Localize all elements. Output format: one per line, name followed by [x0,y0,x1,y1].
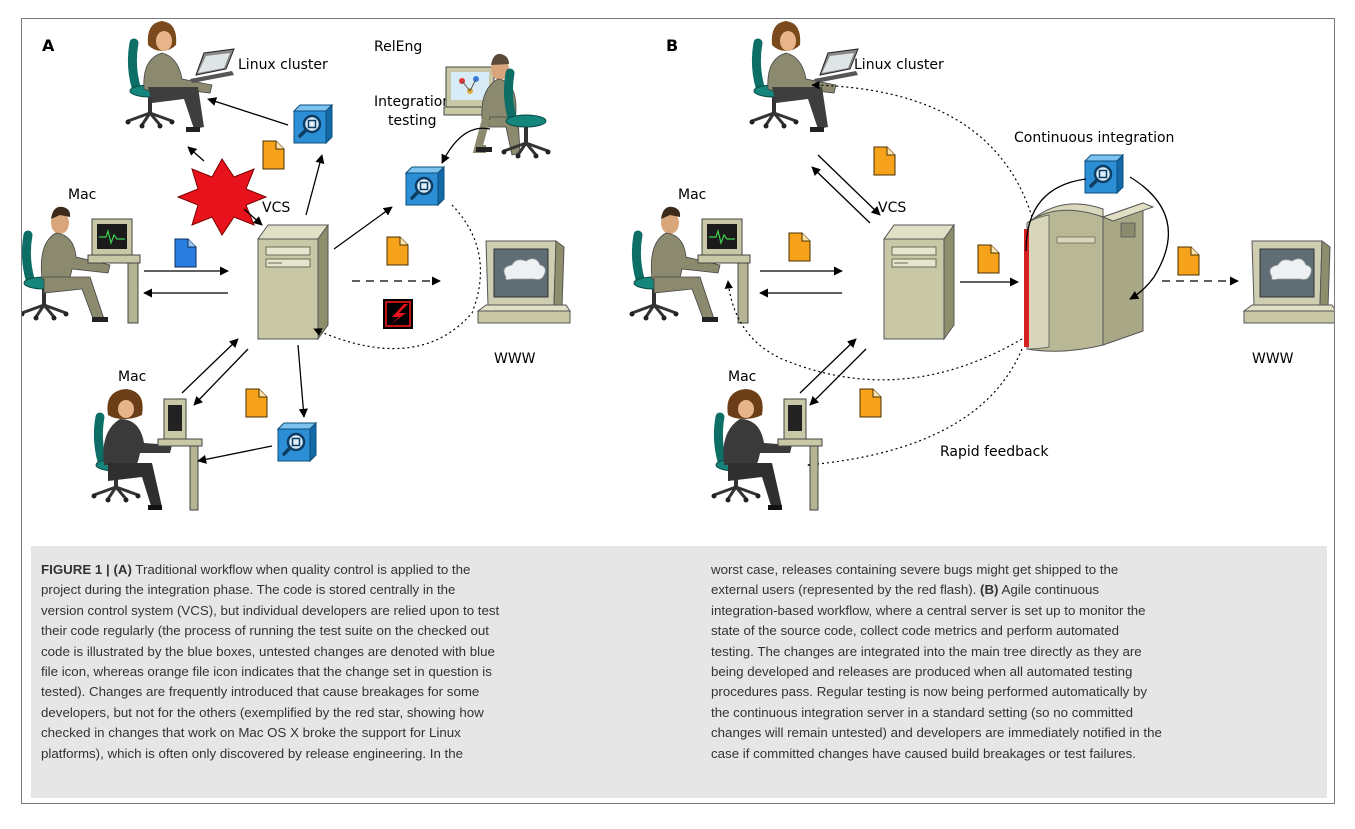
label-releng: RelEng [374,39,422,55]
test-box-icon [276,421,318,463]
orange-file-icon [873,146,896,176]
panel-a: A Linux cluster VCS RelEng Integration t… [22,21,571,510]
caption-line: integration-based workflow, where a cent… [711,602,1146,618]
caption-line: version control system (VCS), but indivi… [41,602,500,618]
developer-female-desktop-icon [712,389,823,510]
server-tower-vcs-icon [257,224,329,340]
arrow-star-to-vcs [243,208,263,226]
orange-file-icon [1177,246,1200,276]
dotted-feedback-to-mac [724,280,1023,381]
dotted-feedback-curve [313,204,482,350]
caption-line: code is illustrated by the blue boxes, u… [41,643,495,659]
caption-line: their code regularly (the process of run… [41,623,489,639]
caption-line: developers, but not for the others (exem… [41,704,484,720]
label-integration-testing-1: Integration [374,94,451,110]
web-terminal-icon [477,240,571,324]
caption-line: state of the source code, collect code m… [711,623,1119,639]
label-integration-testing-2: testing [388,113,437,129]
integration-test-box-icon [404,165,446,207]
label-vcs: VCS [262,200,290,216]
caption-line: worst case, releases containing severe b… [711,562,1119,577]
ci-server-icon [1023,202,1154,352]
dotted-feedback-to-linux [811,80,1033,218]
developer-female-desktop-icon [92,389,203,510]
arrow-vcs-to-linux [811,166,871,224]
developer-female-laptop-icon [126,21,235,132]
caption-line: platforms), which is often only discover… [41,745,464,761]
caption-line: external users (represented by the red f… [711,582,1100,598]
figure-caption: FIGURE 1 | (A) Traditional workflow when… [31,546,1327,798]
caption-line: procedures pass. Regular testing is now … [711,684,1148,700]
red-flash-icon [383,299,413,329]
panel-b-label: B [666,36,678,55]
dotted-feedback-to-mac-bottom [807,348,1023,469]
arrow-test-to-mac-bottom [197,445,273,464]
caption-line: checked in changes that work on Mac OS X… [41,725,461,741]
workflow-diagram: A Linux cluster VCS RelEng Integration t… [22,19,1334,544]
caption-line: being developed and releases are produce… [711,664,1133,680]
orange-file-icon [245,388,268,418]
label-continuous-integration: Continuous integration [1014,130,1174,146]
caption-line: the continuous integration server in a s… [711,704,1134,720]
figure-label: FIGURE 1 | [41,562,114,577]
arrow-vcs-to-bottom-test [297,344,308,418]
label-rapid-feedback: Rapid feedback [940,444,1049,460]
arrow-vcs-to-star [187,146,205,162]
caption-line: FIGURE 1 | (A) Traditional workflow when… [41,562,471,577]
label-www: WWW [494,351,536,367]
web-terminal-icon [1243,240,1334,324]
orange-file-icon [977,244,1000,274]
server-tower-vcs-icon [883,224,955,340]
arrow-releng-to-integration [441,127,491,164]
caption-line: changes will remain untested) and develo… [711,725,1162,741]
arrow-vcs-to-integration [333,206,393,250]
ci-test-box-icon [1083,153,1125,195]
blue-file-icon [174,238,197,268]
label-vcs-b: VCS [878,200,906,216]
developer-female-laptop-icon [750,21,859,132]
caption-line: project during the integration phase. Th… [41,582,456,598]
caption-line: file icon, whereas orange file icon indi… [41,664,492,680]
ci-loop-arrow [1025,176,1169,299]
caption-line: testing. The changes are integrated into… [711,643,1142,659]
releng-workstation-icon [444,54,551,159]
panel-a-label: A [42,36,55,55]
developer-male-workstation-icon [22,207,140,323]
caption-line: case if committed changes have caused bu… [711,745,1136,761]
figure-frame: A Linux cluster VCS RelEng Integration t… [21,18,1335,804]
orange-file-icon [859,388,882,418]
label-mac-top-b: Mac [678,187,706,203]
orange-file-icon [262,140,285,170]
arrow-mac-bottom-to-vcs-b [799,338,857,394]
arrow-mac-bottom-to-vcs [181,338,239,394]
arrow-test-to-linux [207,97,289,126]
label-mac-top: Mac [68,187,96,203]
arrow-vcs-to-mac-bottom-b [809,348,867,406]
caption-column-left: FIGURE 1 | (A) Traditional workflow when… [41,560,661,764]
panel-b: B Linux cluster VCS Continuous integrati… [630,21,1334,510]
arrow-vcs-to-mac-bottom [193,348,249,406]
label-mac-bottom-b: Mac [728,369,756,385]
orange-file-icon [788,232,811,262]
arrow-linux-to-vcs [817,154,881,216]
test-box-icon [292,103,334,145]
orange-file-icon [386,236,409,266]
caption-column-right: worst case, releases containing severe b… [711,560,1331,764]
label-www-b: WWW [1252,351,1294,367]
red-star-breakage-icon [176,158,268,236]
label-mac-bottom: Mac [118,369,146,385]
label-linux-cluster: Linux cluster [238,57,328,73]
label-linux-cluster-b: Linux cluster [854,57,944,73]
developer-male-workstation-icon [630,207,751,323]
caption-line: tested). Changes are frequently introduc… [41,684,480,700]
arrow-vcs-to-linux-test [305,154,325,216]
